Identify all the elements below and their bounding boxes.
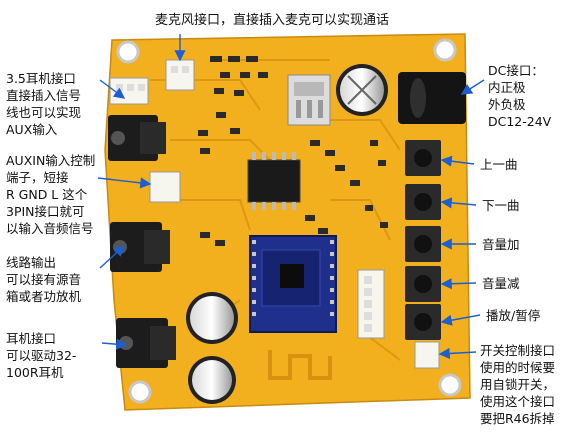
arrow-headphone-35	[99, 79, 126, 99]
label-vol-down: 音量减	[482, 276, 520, 291]
mount-hole	[433, 38, 457, 62]
tact-button-prev	[405, 140, 441, 176]
antenna-trace	[268, 350, 332, 380]
label-switch-ctrl: 开关控制接口 使用的时候要 用自锁开关， 使用这个接口 要把R46拆掉	[480, 343, 556, 426]
audio-jack-1	[108, 115, 166, 161]
label-vol-up: 音量加	[482, 237, 520, 252]
label-prev: 上一曲	[480, 157, 518, 172]
mic-connector	[165, 59, 195, 91]
label-mic: 麦克风接口，直接插入麦克可以实现通话	[155, 13, 390, 28]
switch-connector	[414, 341, 440, 369]
arrow-vol-down	[440, 278, 477, 290]
arrow-dc	[460, 79, 485, 95]
label-next: 下一曲	[482, 198, 520, 213]
arrow-auxin	[97, 177, 152, 189]
arrow-play	[440, 314, 481, 326]
arrow-headphone-drive	[101, 338, 128, 350]
arrow-next	[440, 197, 477, 209]
label-play-pause: 播放/暂停	[486, 308, 541, 323]
tact-button-vol-down	[405, 266, 441, 302]
dc-jack	[398, 72, 466, 124]
mount-hole	[116, 40, 140, 64]
mount-hole	[438, 373, 462, 397]
label-dc: DC接口： 内正极 外负极 DC12-24V	[488, 63, 552, 129]
label-auxin-ctrl: AUXIN输入控制 端子，短接 R GND L 这个 3PIN接口就可 以输入音…	[6, 153, 96, 236]
label-line-out: 线路输出 可以接有源音 箱或者功放机	[6, 255, 82, 304]
tact-button-play	[405, 304, 441, 340]
audio-jack-2	[110, 222, 170, 272]
auxin-connector	[149, 171, 181, 203]
label-headphone-drive: 耳机接口 可以驱动32- 100R耳机	[6, 331, 77, 380]
tact-button-vol-up	[405, 226, 441, 262]
label-headphone-35: 3.5耳机接口 直接插入信号 线也可以实现 AUX输入	[6, 71, 82, 137]
arrow-switch	[438, 347, 477, 360]
audio-jack-3	[116, 318, 176, 368]
mount-hole	[128, 380, 152, 404]
arrow-prev	[440, 155, 475, 167]
arrow-line-out	[99, 245, 126, 269]
amp-chip	[247, 159, 301, 203]
tact-button-next	[405, 184, 441, 220]
